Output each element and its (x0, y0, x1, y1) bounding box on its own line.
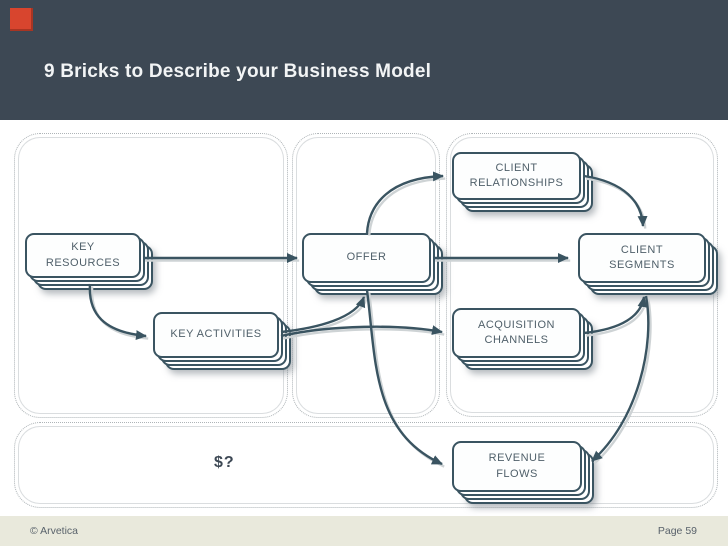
node-key-resources: KEY RESOURCES (25, 233, 141, 278)
node-key-activities: KEY ACTIVITIES (153, 312, 279, 358)
node-offer: OFFER (302, 233, 431, 283)
slide-title: 9 Bricks to Describe your Business Model (44, 61, 432, 82)
panel-revenue (14, 422, 718, 508)
slide-header: 9 Bricks to Describe your Business Model (0, 0, 728, 120)
page-number: Page 59 (657, 525, 697, 537)
node-acquisition-channels: ACQUISITION CHANNELS (452, 308, 581, 358)
node-client-relationships: CLIENT RELATIONSHIPS (452, 152, 581, 200)
slide-footer: © Arvetica Page 59 (0, 516, 728, 546)
node-client-segments: CLIENT SEGMENTS (578, 233, 706, 283)
node-revenue-flows: REVENUE FLOWS (452, 441, 582, 492)
money-question-label: $? (214, 454, 235, 471)
copyright-text: © Arvetica (30, 525, 79, 537)
red-square-marker (10, 8, 33, 31)
